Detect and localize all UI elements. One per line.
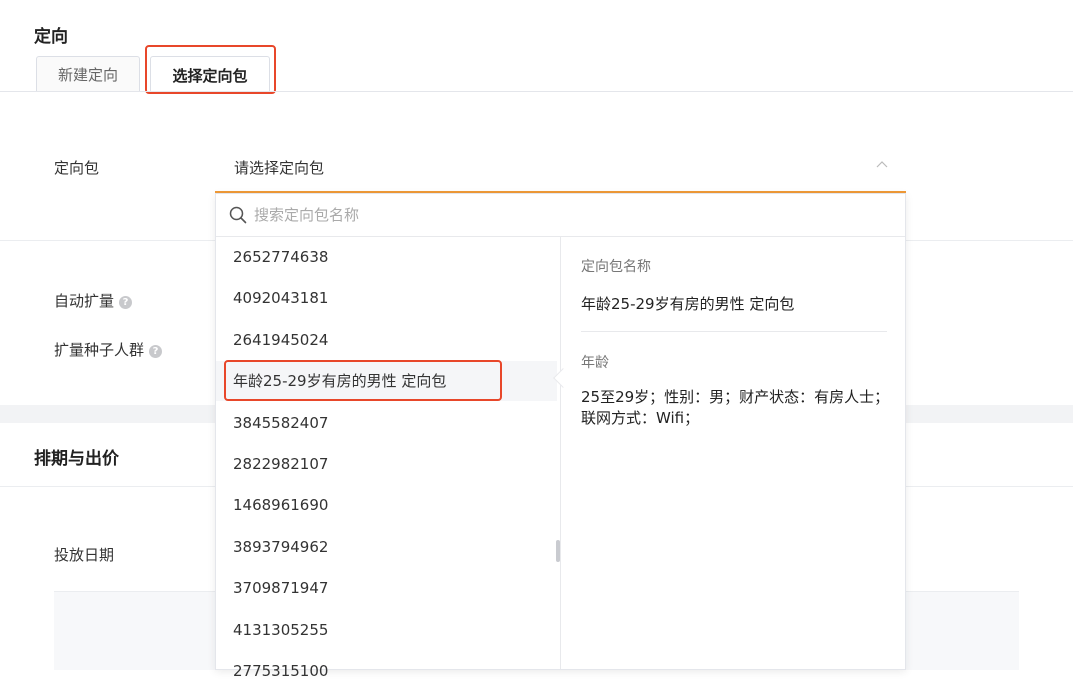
chevron-up-icon (876, 157, 888, 171)
list-item[interactable]: 3893794962 (233, 538, 329, 556)
list-item[interactable]: 4131305255 (233, 621, 329, 639)
help-icon[interactable]: ? (119, 296, 133, 309)
package-label: 定向包 (54, 159, 100, 177)
auto-expand-label: 自动扩量? (54, 290, 133, 311)
list-item[interactable]: 4092043181 (233, 289, 329, 307)
section-title-schedule: 排期与出价 (34, 449, 119, 469)
tab-select-package[interactable]: 选择定向包 (150, 56, 270, 93)
search-input[interactable] (254, 203, 874, 227)
list-scrollbar[interactable] (556, 540, 560, 562)
help-icon[interactable]: ? (149, 345, 163, 358)
package-list: 2652774638 4092043181 2641945024 年龄25-29… (216, 237, 561, 680)
section-title-targeting: 定向 (34, 27, 68, 47)
detail-divider (581, 331, 887, 332)
detail-name-value: 年龄25-29岁有房的男性 定向包 (581, 295, 795, 313)
highlight-box-item (224, 360, 502, 401)
list-item[interactable]: 3709871947 (233, 579, 329, 597)
detail-age-label: 年龄 (581, 355, 609, 371)
list-item[interactable]: 2641945024 (233, 331, 329, 349)
seed-audience-text: 扩量种子人群 (54, 341, 145, 359)
list-item[interactable]: 1468961690 (233, 496, 329, 514)
search-icon (229, 206, 247, 224)
package-detail: 定向包名称 年龄25-29岁有房的男性 定向包 年龄 25至29岁；性别：男；财… (562, 237, 905, 669)
list-item[interactable]: 2652774638 (233, 248, 329, 266)
seed-audience-label: 扩量种子人群? (54, 339, 163, 360)
detail-age-value: 25至29岁；性别：男；财产状态：有房人士；联网方式：Wifi； (581, 388, 890, 427)
list-item[interactable]: 3845582407 (233, 414, 329, 432)
package-select[interactable]: 请选择定向包 (215, 143, 906, 193)
list-item[interactable]: 2822982107 (233, 455, 329, 473)
package-dropdown: 2652774638 4092043181 2641945024 年龄25-29… (215, 193, 906, 680)
package-select-placeholder: 请选择定向包 (234, 159, 325, 177)
list-item[interactable]: 2775315100 (233, 662, 329, 680)
auto-expand-text: 自动扩量 (54, 292, 115, 310)
detail-name-label: 定向包名称 (581, 259, 651, 275)
tabs-divider (0, 91, 1073, 92)
date-label: 投放日期 (54, 546, 115, 564)
tab-new-targeting[interactable]: 新建定向 (36, 56, 140, 92)
highlight-box-tab (145, 45, 276, 94)
search-bar (216, 194, 905, 237)
